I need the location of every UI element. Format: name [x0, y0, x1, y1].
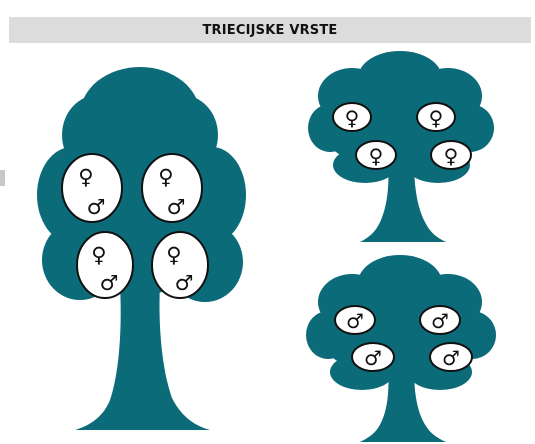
female-symbol: ♀	[91, 243, 106, 267]
flower: ♀ ♂	[141, 153, 203, 223]
tree-male: ♂ ♂ ♂ ♂	[306, 255, 496, 442]
male-symbol: ♂	[100, 271, 119, 295]
edge-mark	[0, 170, 5, 186]
diagram-title: TRIECIJSKE VRSTE	[202, 22, 338, 38]
female-symbol: ♀	[345, 106, 360, 130]
flower: ♀	[430, 140, 472, 170]
flower: ♂	[429, 342, 473, 372]
male-symbol: ♂	[346, 309, 364, 333]
tree-large: ♀ ♂ ♀ ♂ ♀ ♂ ♀ ♂	[37, 67, 246, 430]
female-symbol: ♀	[429, 106, 444, 130]
flower: ♀ ♂	[76, 231, 134, 299]
female-symbol: ♀	[158, 165, 173, 189]
male-symbol: ♂	[175, 271, 194, 295]
female-symbol: ♀	[369, 144, 384, 168]
male-symbol: ♂	[364, 346, 382, 370]
flower: ♂	[334, 305, 376, 335]
tree-large-flowers: ♀ ♂ ♀ ♂ ♀ ♂ ♀ ♂	[61, 153, 209, 299]
tree-female: ♀ ♀ ♀ ♀	[308, 51, 494, 242]
male-symbol: ♂	[431, 309, 449, 333]
male-symbol: ♂	[167, 195, 186, 219]
flower: ♀ ♂	[151, 231, 209, 299]
tree-female-trunk	[360, 160, 446, 242]
title-bar: TRIECIJSKE VRSTE	[9, 17, 531, 43]
female-symbol: ♀	[166, 243, 181, 267]
flower: ♀	[332, 102, 372, 132]
flower: ♂	[419, 305, 461, 335]
tree-male-trunk	[360, 368, 446, 442]
male-symbol: ♂	[87, 195, 106, 219]
tree-large-trunk	[75, 285, 210, 430]
tree-female-flowers: ♀ ♀ ♀ ♀	[332, 102, 472, 170]
flower: ♀ ♂	[61, 153, 123, 223]
flower: ♀	[355, 140, 397, 170]
flower: ♂	[351, 342, 395, 372]
male-symbol: ♂	[442, 346, 460, 370]
tree-male-flowers: ♂ ♂ ♂ ♂	[334, 305, 473, 372]
female-symbol: ♀	[444, 144, 459, 168]
flower: ♀	[416, 102, 456, 132]
female-symbol: ♀	[78, 165, 93, 189]
